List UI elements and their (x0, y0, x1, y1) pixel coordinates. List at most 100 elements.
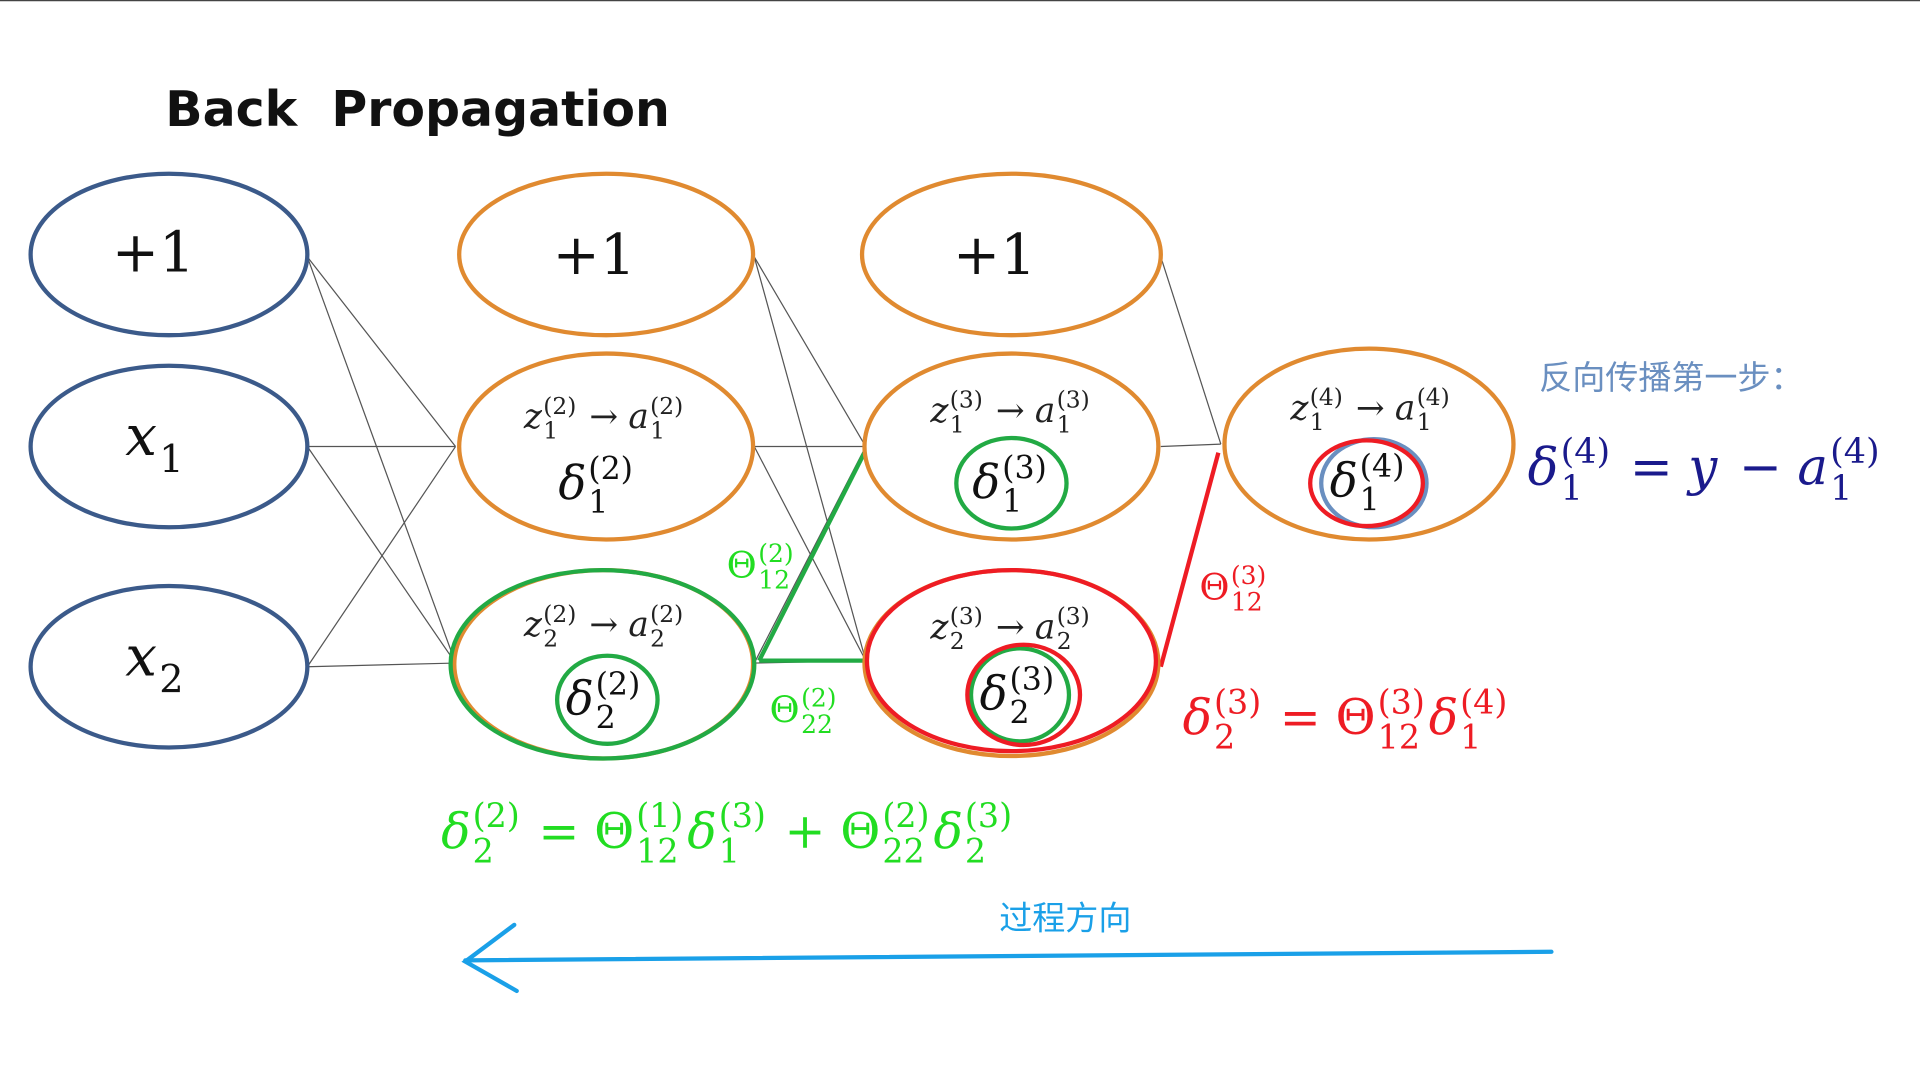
equation-output-delta: δ(4)1=y−a(4)1 (1528, 432, 1880, 509)
math-symbol: Θ (1336, 689, 1376, 746)
math-superscript: (2) (801, 683, 836, 712)
math-subscript: 1 (650, 417, 665, 444)
math-superscript: (4) (1561, 432, 1611, 472)
highlight-l2-n2 (448, 567, 757, 761)
math-operator: = (538, 803, 579, 860)
label-l3-n1-delta: δ(3)1 (972, 450, 1047, 519)
math-subscript: 2 (1009, 696, 1029, 732)
math-superscript: (3) (1009, 662, 1054, 698)
node-l1-bias (28, 171, 310, 338)
math-subscript: 1 (1002, 484, 1022, 520)
math-symbol: δ (1183, 689, 1212, 746)
node-l3-bias (859, 171, 1163, 338)
math-superscript: (4) (1417, 384, 1450, 411)
math-symbol: z (929, 391, 949, 431)
math-subscript: 12 (1231, 587, 1263, 616)
highlight-delta-l3-n1 (954, 435, 1069, 531)
math-operator: → (996, 391, 1025, 431)
math-symbol: a (628, 397, 648, 437)
math-symbol: δ (441, 803, 470, 860)
math-superscript: (4) (1830, 432, 1880, 472)
math-superscript: (2) (543, 601, 576, 628)
math-subscript: 1 (719, 831, 740, 870)
math-superscript: (2) (758, 539, 793, 568)
math-symbol: Θ (594, 803, 634, 860)
math-subscript: 12 (636, 831, 678, 870)
math-symbol: +1 (953, 223, 1036, 288)
math-symbol: z (929, 608, 949, 648)
node-l4-n1 (1222, 346, 1516, 542)
math-symbol: a (628, 605, 648, 645)
math-symbol: δ (1330, 454, 1358, 508)
math-subscript: 1 (543, 417, 558, 444)
math-symbol: δ (980, 667, 1008, 721)
math-superscript: (2) (650, 601, 683, 628)
math-subscript: 1 (159, 437, 183, 482)
label-l3-bias: +1 (953, 223, 1036, 288)
math-subscript: 12 (758, 565, 790, 594)
math-subscript: 12 (1378, 718, 1420, 757)
node-l3-n1 (862, 351, 1161, 542)
math-subscript: 2 (950, 628, 965, 655)
math-symbol: x (125, 624, 157, 689)
math-subscript: 1 (588, 485, 608, 521)
math-subscript: 2 (473, 831, 494, 870)
math-superscript: (3) (950, 603, 983, 630)
math-symbol: z (523, 605, 543, 645)
math-symbol: z (523, 397, 543, 437)
math-symbol: Θ (840, 803, 880, 860)
math-subscript: 2 (1214, 718, 1235, 757)
math-superscript: (3) (1378, 682, 1425, 721)
math-symbol: Θ (770, 688, 800, 731)
math-subscript: 2 (596, 700, 616, 736)
label-l2-bias: +1 (553, 223, 636, 288)
node-l2-bias (457, 171, 756, 338)
direction-label: 过程方向 (999, 899, 1131, 938)
math-subscript: 1 (1417, 409, 1432, 436)
math-superscript: (3) (1214, 682, 1261, 721)
math-symbol: δ (972, 455, 1000, 509)
math-subscript: 2 (159, 657, 183, 702)
label-l2-n1-top: z(2)1→a(2)1 (523, 393, 683, 445)
math-subscript: 1 (1460, 718, 1481, 757)
math-superscript: (2) (473, 796, 520, 835)
math-superscript: (2) (650, 393, 683, 420)
label-l3-n2-delta: δ(3)2 (980, 662, 1055, 731)
math-superscript: (2) (588, 452, 633, 488)
highlighted-connections (757, 449, 1221, 668)
math-operator: → (589, 397, 618, 437)
math-operator: → (589, 605, 618, 645)
math-superscript: (3) (950, 387, 983, 414)
step-note: 反向传播第一步： (1539, 358, 1803, 397)
highlight-delta-l3-n2-red (965, 642, 1083, 748)
highlight-delta-l4-red (1308, 438, 1425, 529)
math-subscript: 1 (1310, 409, 1325, 436)
label-l2-n2-delta: δ(2)2 (566, 667, 641, 736)
label-l3-n1-top: z(3)1→a(3)1 (929, 387, 1089, 439)
math-operator: + (785, 803, 826, 860)
math-symbol: δ (566, 671, 594, 725)
math-symbol: Θ (1199, 565, 1229, 608)
direction-arrow (461, 922, 1554, 994)
math-symbol: a (1035, 608, 1055, 648)
math-superscript: (4) (1310, 384, 1343, 411)
highlight-l3-n2 (864, 567, 1159, 754)
weight-theta12-3: Θ(3)12 (1199, 561, 1266, 616)
math-subscript: 2 (1057, 628, 1072, 655)
math-symbol: z (1289, 389, 1309, 429)
math-subscript: 22 (882, 831, 924, 870)
math-subscript: 1 (1360, 483, 1380, 519)
node-l1-x1 (28, 363, 310, 530)
math-superscript: (3) (1057, 603, 1090, 630)
math-symbol: x (125, 404, 157, 469)
label-l2-n2-top: z(2)2→a(2)2 (523, 601, 683, 653)
math-subscript: 1 (950, 411, 965, 438)
math-subscript: 22 (801, 710, 833, 739)
math-superscript: (1) (636, 796, 683, 835)
math-symbol: a (1395, 389, 1415, 429)
math-subscript: 2 (543, 625, 558, 652)
